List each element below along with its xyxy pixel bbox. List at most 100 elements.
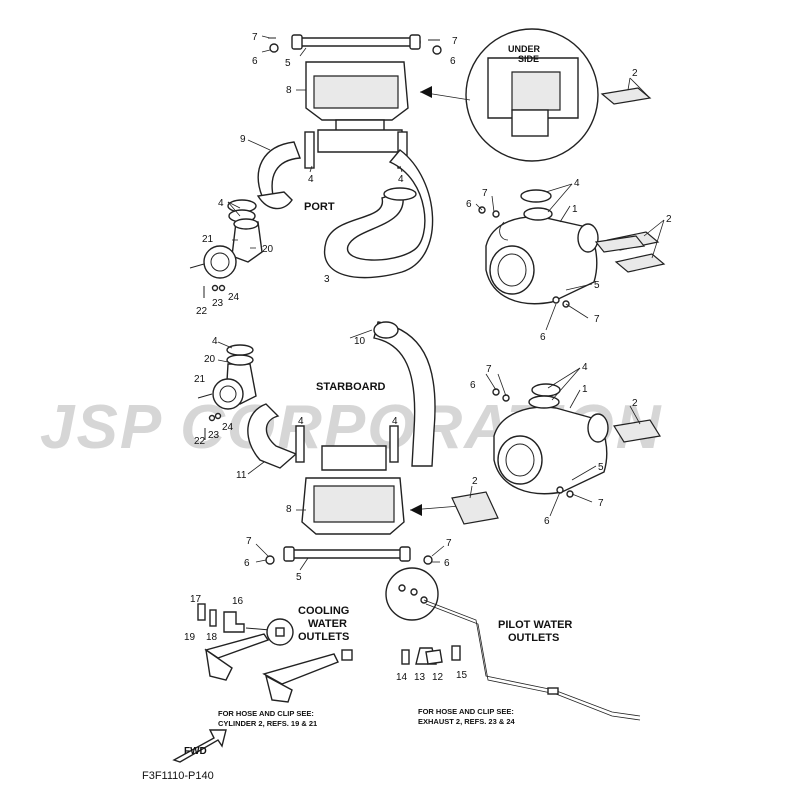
ref-1: 1: [582, 384, 588, 395]
underside-inset: [419, 28, 599, 162]
ref-2: 2: [472, 476, 478, 487]
ref-21: 21: [194, 374, 206, 385]
ref-4: 4: [392, 416, 398, 427]
strap-part-5-top: [291, 34, 421, 50]
ref-23: 23: [208, 430, 220, 441]
ref-7: 7: [486, 364, 492, 375]
ref-12: 12: [432, 672, 444, 683]
cooling-label-1: COOLING: [298, 605, 349, 617]
air-box-part-8-top: [305, 61, 409, 153]
ref-15: 15: [456, 670, 468, 681]
note-left-2: CYLINDER 2, REFS. 19 & 21: [218, 719, 317, 728]
underside-label-line2: SIDE: [518, 54, 539, 64]
ref-3: 3: [324, 274, 330, 285]
ref-7: 7: [252, 32, 258, 43]
ref-1: 1: [572, 204, 578, 215]
ref-8: 8: [286, 504, 292, 515]
note-right-1: FOR HOSE AND CLIP SEE:: [418, 707, 514, 716]
ref-4: 4: [212, 336, 218, 347]
ref-4: 4: [582, 362, 588, 373]
hose-part-9: [256, 141, 301, 210]
ref-6: 6: [470, 380, 476, 391]
cooling-water-outlets-assembly: [197, 603, 353, 703]
ref-4: 4: [218, 198, 224, 209]
fwd-label: FWD: [184, 746, 207, 757]
cooling-label-2: WATER: [308, 618, 347, 630]
pilot-label-2: OUTLETS: [508, 632, 559, 644]
ref-2: 2: [632, 398, 638, 409]
ref-16: 16: [232, 596, 244, 607]
ref-20: 20: [204, 354, 216, 365]
fan-filter-part-21-port: [189, 245, 237, 279]
ref-5: 5: [296, 572, 302, 583]
ref-9: 9: [240, 134, 246, 145]
clamps-part-4-port: [227, 131, 408, 223]
pad-part-2-starboard: [613, 419, 661, 443]
pads-part-2-port: [594, 231, 666, 273]
ref-19: 19: [184, 632, 196, 643]
ref-22: 22: [196, 306, 208, 317]
underside-label-line1: UNDER: [508, 44, 541, 54]
ref-20: 20: [262, 244, 274, 255]
ref-6: 6: [544, 516, 550, 527]
pad-part-2-b: [451, 491, 499, 525]
pilot-water-outlets-assembly: [385, 567, 641, 721]
ref-24: 24: [228, 292, 240, 303]
small-fittings-22-23-24-port: [203, 284, 226, 298]
small-fittings-22-23-24-starboard: [204, 412, 222, 440]
ref-7: 7: [594, 314, 600, 325]
ref-11: 11: [236, 470, 247, 481]
ref-4: 4: [398, 174, 404, 185]
air-box-part-8-bottom: [301, 445, 461, 535]
ref-7: 7: [452, 36, 458, 47]
ref-7: 7: [598, 498, 604, 509]
pad-part-2-a: [600, 87, 652, 105]
ref-18: 18: [206, 632, 218, 643]
note-right-2: EXHAUST 2, REFS. 23 & 24: [418, 717, 516, 726]
ref-6: 6: [252, 56, 258, 67]
ref-21: 21: [202, 234, 214, 245]
ref-6: 6: [450, 56, 456, 67]
ref-10: 10: [354, 336, 366, 347]
ref-5: 5: [598, 462, 604, 473]
ref-4: 4: [574, 178, 580, 189]
ref-7: 7: [482, 188, 488, 199]
ref-24: 24: [222, 422, 234, 433]
ref-4: 4: [298, 416, 304, 427]
ref-4: 4: [308, 174, 314, 185]
ref-14: 14: [396, 672, 408, 683]
cooling-label-3: OUTLETS: [298, 631, 349, 643]
bolts-6-7-starboard-filter: [492, 388, 574, 498]
ref-8: 8: [286, 85, 292, 96]
ref-22: 22: [194, 436, 206, 447]
strap-part-5-bottom: [283, 546, 411, 562]
ref-17: 17: [190, 594, 202, 605]
ref-23: 23: [212, 298, 224, 309]
bolt-washer-bottom: [265, 555, 433, 565]
bolt-washer-top-right: [428, 39, 442, 55]
starboard-label: STARBOARD: [316, 381, 386, 393]
reference-labels: 7 6 5 7 6 8 2 9 4 4 4 21 20 24 23 22 3 7…: [184, 32, 672, 683]
ref-2: 2: [666, 214, 672, 225]
ref-6: 6: [444, 558, 450, 569]
clamps-part-4-starboard: [295, 425, 399, 463]
hose-part-11: [247, 403, 298, 469]
ref-6: 6: [466, 199, 472, 210]
ref-5: 5: [594, 280, 600, 291]
hose-part-10: [373, 321, 436, 467]
ref-2: 2: [632, 68, 638, 79]
ref-6: 6: [540, 332, 546, 343]
leader-lines: [217, 35, 665, 571]
air-filter-housing-part-1-port: [485, 189, 599, 305]
section-labels: UNDER SIDE PORT STARBOARD COOLING WATER …: [142, 44, 572, 782]
note-left-1: FOR HOSE AND CLIP SEE:: [218, 709, 314, 718]
air-filter-housing-part-1-starboard: [493, 383, 609, 495]
hose-part-3: [323, 149, 434, 279]
elbow-part-20-port: [231, 218, 263, 263]
figure-code: F3F1110-P140: [142, 770, 214, 782]
ref-5: 5: [285, 58, 291, 69]
ref-13: 13: [414, 672, 426, 683]
fan-filter-part-21-starboard: [197, 378, 244, 410]
pilot-label-1: PILOT WATER: [498, 619, 572, 631]
